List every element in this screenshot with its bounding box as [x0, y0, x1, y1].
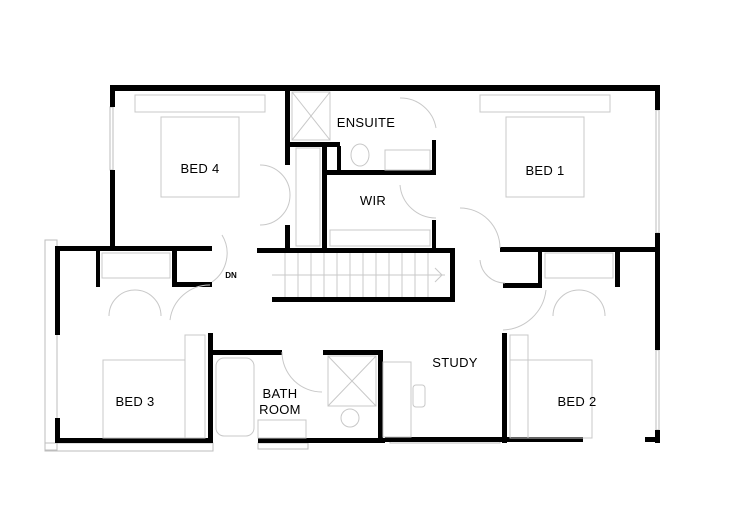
- vanity: [384, 149, 431, 171]
- room-label-bed2: BED 2: [557, 394, 596, 409]
- toilet: [350, 143, 370, 167]
- shower: [291, 91, 331, 141]
- bathtub: [215, 357, 255, 437]
- wardrobe: [295, 147, 321, 247]
- room-label-wir: WIR: [360, 193, 386, 208]
- stair-label-dn: DN: [225, 271, 237, 280]
- doors[interactable]: [108, 97, 606, 393]
- stairs: [272, 253, 445, 297]
- room-label-bed1: BED 1: [525, 163, 564, 178]
- furniture: [101, 91, 614, 439]
- walls: [55, 85, 660, 443]
- room-label-bed4: BED 4: [180, 161, 219, 176]
- room-label-bath-line1: BATH: [263, 386, 298, 401]
- bed1-bed: [505, 116, 585, 198]
- room-label-bath-line2: ROOM: [259, 402, 301, 417]
- study-desk: [382, 361, 412, 438]
- room-label-bed3: BED 3: [115, 394, 154, 409]
- bed4-bed: [160, 116, 240, 198]
- room-label-study: STUDY: [432, 355, 478, 370]
- shower-bath: [327, 355, 377, 407]
- room-label-ensuite: ENSUITE: [337, 115, 395, 130]
